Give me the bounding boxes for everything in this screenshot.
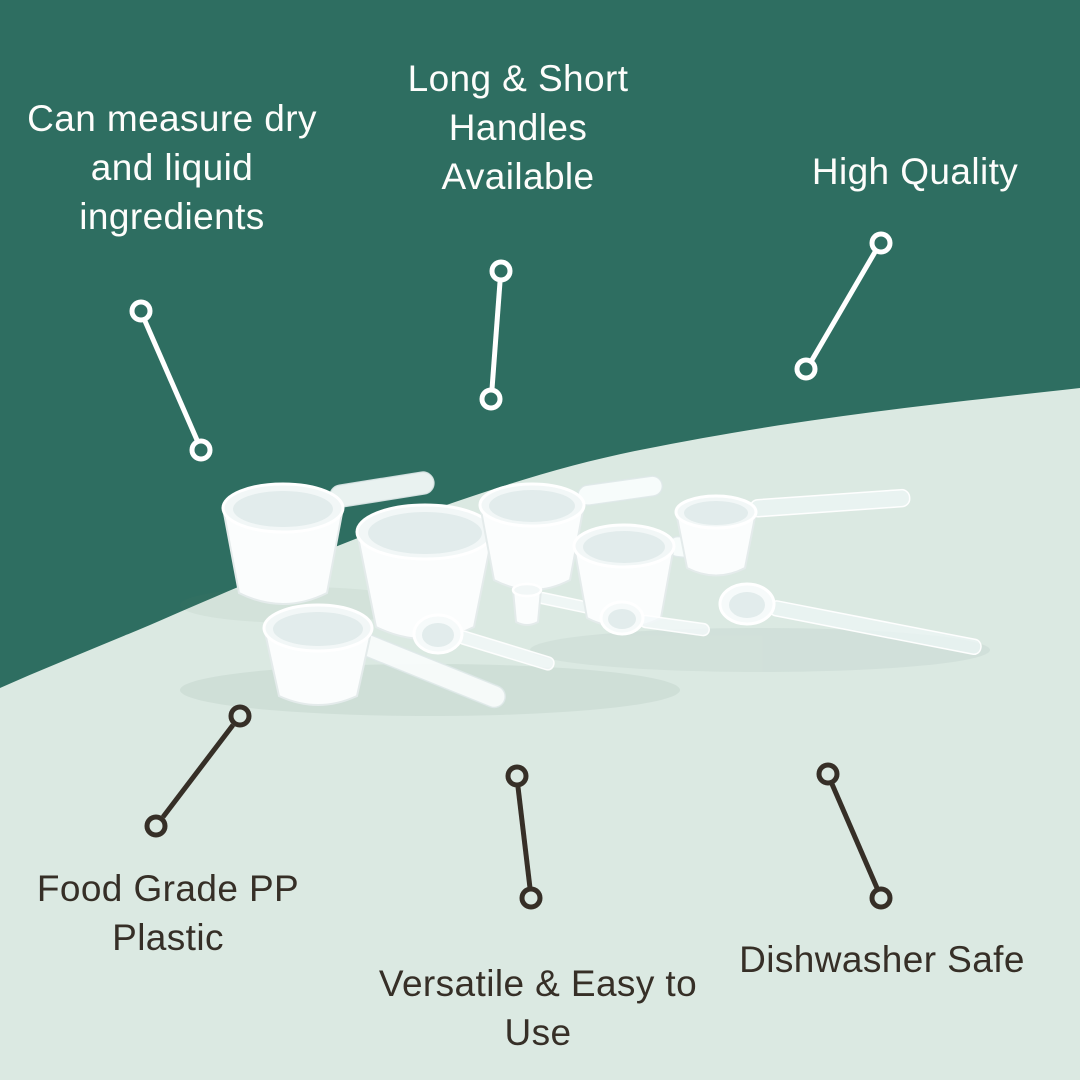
callout-text-line: Available bbox=[441, 155, 595, 197]
callout-line-top-left bbox=[129, 299, 213, 462]
measuring-scoop bbox=[262, 603, 506, 709]
callout-label-versatile: Versatile & Easy to Use bbox=[348, 960, 728, 1058]
callout-text-line: High Quality bbox=[811, 151, 1019, 192]
callout-text-line: Can measure dry bbox=[27, 98, 317, 139]
callout-text-line: Dishwasher Safe bbox=[739, 939, 1025, 980]
callout-text-line: Use bbox=[504, 1011, 572, 1053]
callout-text-line: Plastic bbox=[112, 916, 224, 958]
callout-label-high-quality: High Quality bbox=[775, 148, 1055, 197]
small-measuring-spoon bbox=[511, 582, 593, 626]
callout-text-line: Food Grade PP bbox=[36, 868, 300, 909]
callout-text-line: ingredients bbox=[79, 195, 265, 237]
callout-text-line: Versatile & Easy to bbox=[378, 963, 698, 1004]
callout-line-bottom-center bbox=[505, 764, 543, 910]
callout-line-top-right bbox=[794, 231, 893, 381]
callout-text-line: Long & Short bbox=[407, 58, 629, 99]
callout-line-bottom-right bbox=[816, 762, 893, 910]
callout-label-food-grade: Food Grade PP Plastic bbox=[8, 865, 328, 963]
measuring-scoops-image bbox=[180, 471, 990, 716]
measuring-spoon bbox=[718, 582, 982, 656]
callout-line-top-center bbox=[479, 259, 513, 411]
measuring-scoop bbox=[221, 471, 435, 605]
measuring-spoon bbox=[412, 613, 555, 671]
callout-connectors-light bbox=[129, 231, 893, 462]
callout-line-bottom-left bbox=[144, 704, 252, 838]
measuring-spoon bbox=[599, 600, 711, 637]
callout-connectors-dark bbox=[144, 704, 893, 910]
callout-text-line: and liquid bbox=[90, 146, 254, 188]
measuring-scoop bbox=[674, 488, 911, 577]
callout-label-handles: Long & Short Handles Available bbox=[368, 55, 668, 201]
callout-label-dishwasher-safe: Dishwasher Safe bbox=[702, 936, 1062, 985]
callout-text-line: Handles bbox=[448, 106, 588, 148]
callout-label-can-measure: Can measure dry and liquid ingredients bbox=[10, 95, 334, 241]
